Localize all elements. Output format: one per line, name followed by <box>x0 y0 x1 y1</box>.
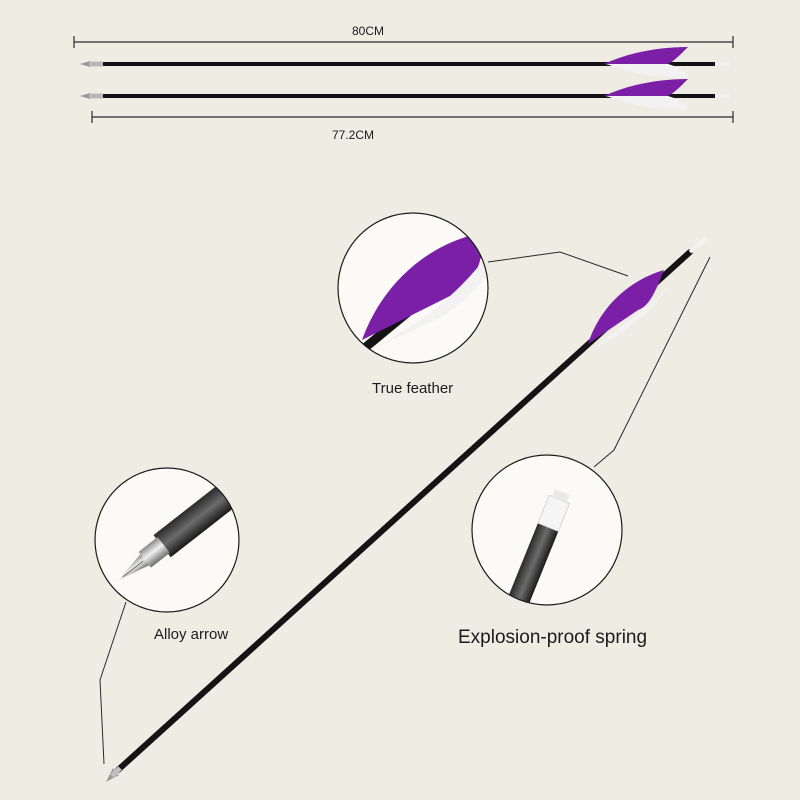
nock-label: Explosion-proof spring <box>458 627 648 648</box>
dimension-line-total <box>73 36 734 48</box>
nock-callout <box>471 454 623 606</box>
feather-label: True feather <box>372 380 454 397</box>
arrow-top-1 <box>80 47 729 78</box>
total-length-label: 80CM <box>352 24 385 38</box>
tip-callout <box>94 467 240 613</box>
arrow-top-2 <box>80 79 729 110</box>
feather-callout <box>337 212 489 364</box>
callout-lines <box>99 251 711 765</box>
arrow-diagonal <box>106 236 708 782</box>
tip-label: Alloy arrow <box>154 626 229 643</box>
shaft-length-label: 77.2CM <box>332 128 375 142</box>
dimension-line-shaft <box>91 111 734 123</box>
